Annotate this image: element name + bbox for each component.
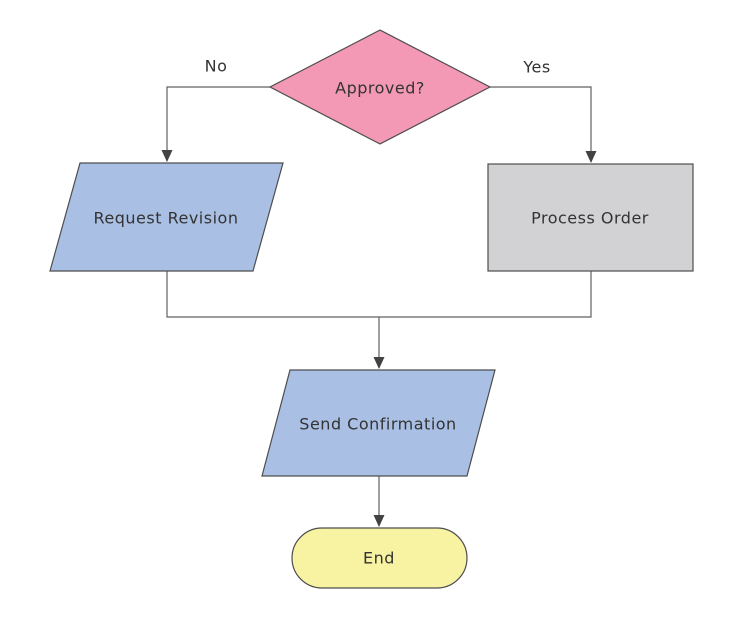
node-process-order-shape [487, 163, 694, 272]
edge-yes-branch [490, 86, 597, 163]
terminator-end-shape [291, 527, 468, 589]
decision-approved-label: Approved? [335, 79, 425, 98]
node-send-confirmation-shape [261, 369, 496, 477]
edge-merge-connector [166, 271, 592, 318]
edge-label-yes: Yes [522, 58, 550, 77]
decision-approved-shape [268, 29, 492, 145]
node-request-revision-label: Request Revision [94, 209, 239, 228]
node-request-revision-shape [49, 162, 284, 272]
node-process-order-label: Process Order [531, 209, 649, 228]
node-send-confirmation-label: Send Confirmation [299, 415, 456, 434]
edge-no-branch [161, 86, 270, 162]
terminator-end-label: End [363, 549, 395, 568]
edge-label-no: No [205, 57, 228, 76]
